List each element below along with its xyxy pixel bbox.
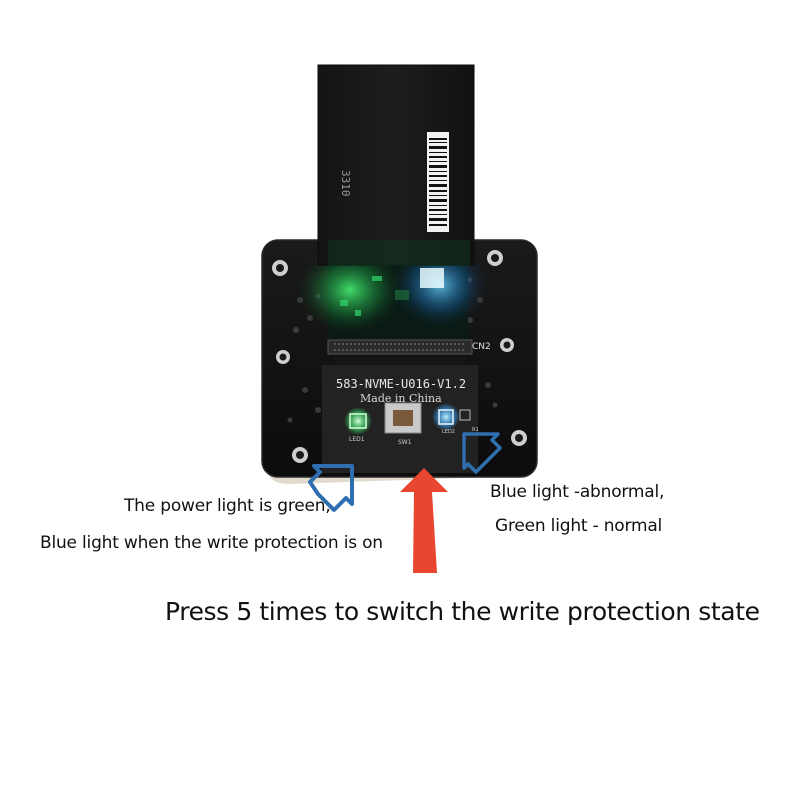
svg-text:SW1: SW1 — [398, 439, 412, 446]
cable-code: 3310 — [339, 170, 352, 197]
mounting-holes — [272, 250, 527, 463]
power-light-caption-line1: The power light is green, — [124, 496, 331, 516]
svg-text:LED2: LED2 — [442, 429, 455, 435]
ribbon-cable: 3310 — [317, 64, 475, 266]
origin-label: Made in China — [360, 392, 442, 405]
svg-text:LED1: LED1 — [349, 436, 365, 443]
adapter-board: 583-NVME-U016-V1.2 Made in China CN2 LED… — [261, 239, 538, 484]
status-led: LED2 R1 — [432, 403, 479, 435]
status-caption-line2: Green light - normal — [495, 516, 663, 536]
left-blue-arrow-icon — [308, 464, 354, 512]
svg-text:R1: R1 — [472, 427, 479, 433]
status-caption-line1: Blue light -abnormal, — [490, 482, 665, 502]
instruction-caption: Press 5 times to switch the write protec… — [165, 597, 760, 626]
write-protect-switch: SW1 — [384, 402, 422, 446]
power-light-caption-line2: Blue light when the write protection is … — [40, 533, 383, 553]
connector-label: CN2 — [472, 342, 491, 352]
nvme-slot — [327, 339, 473, 355]
power-led: LED1 — [344, 407, 372, 443]
barcode-label — [427, 132, 449, 232]
red-arrow-icon — [400, 468, 448, 573]
board-model-label: 583-NVME-U016-V1.2 — [336, 377, 466, 391]
right-blue-arrow-icon — [462, 432, 502, 474]
